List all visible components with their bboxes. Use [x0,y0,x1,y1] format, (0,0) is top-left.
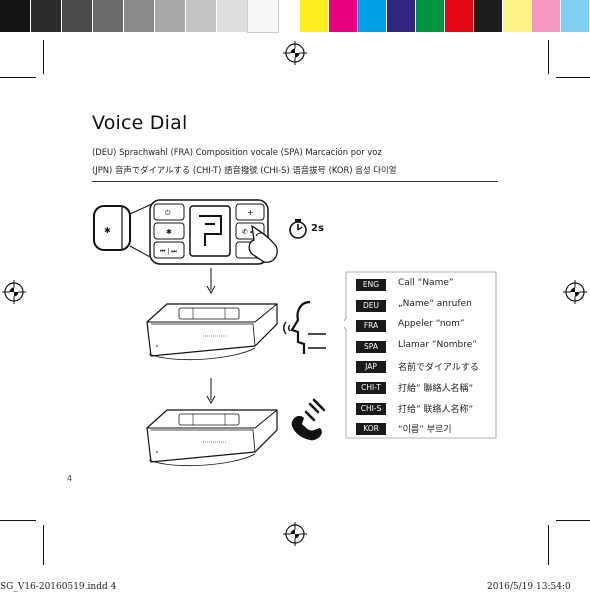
color-swatch [124,0,154,32]
registration-mark-icon [563,280,587,304]
voice-command-text: “이름” 부르기 [398,425,452,436]
language-tag: CHI-S [356,402,386,415]
color-swatch [186,0,216,32]
language-tag: ENG [356,279,386,291]
subtitle-translations: (DEU) Sprachwahl (FRA) Composition vocal… [92,147,382,157]
language-tag: CHI-T [356,382,386,394]
color-swatch [93,0,123,32]
language-row: SPA Llamar “Nombre” [344,339,498,355]
hold-duration-label: 2s [311,223,324,234]
language-row: FRA Appeler “nom” [344,319,498,334]
language-tag: JAP [356,361,386,374]
language-list-frame [344,271,497,439]
voice-command-text: 名前でダイアルする [398,363,479,374]
svg-text:+: + [247,208,254,217]
subtitle-translations: (JPN) 音声でダイアルする (CHI-T) 語音撥號 (CHI-S) 语音拔… [92,165,397,175]
language-tag: FRA [356,320,386,333]
language-tag: DEU [356,299,386,312]
color-swatch [561,0,589,32]
registration-mark-icon [283,522,307,546]
stopwatch-icon [289,219,307,239]
crop-mark [43,525,44,565]
registration-mark-icon [2,280,26,304]
svg-text:⏻: ⏻ [165,209,171,217]
crop-mark [556,77,590,78]
svg-text:✱: ✱ [104,226,111,235]
voice-command-text: Appeler “nom” [398,319,465,330]
svg-text:✆ ⏯: ✆ ⏯ [242,228,256,236]
crop-mark [548,40,549,74]
crop-mark [43,40,44,74]
speaker-illustration [146,409,278,467]
color-calibration-bar [0,0,590,33]
page-number: 4 [67,474,73,483]
footer-timestamp: 2016/5/19 13:54:0 [487,582,571,592]
color-swatch [155,0,185,32]
svg-text:⏮ | ⏭: ⏮ | ⏭ [160,248,177,255]
color-swatch [387,0,415,32]
crop-mark [0,520,36,521]
speaking-head-icon [283,300,326,354]
color-swatch [0,0,30,32]
color-swatch [445,0,473,32]
registration-mark-icon [283,41,307,65]
language-row: ENG Call “Name” [344,278,498,293]
language-row: JAP 名前でダイアルする [344,361,498,375]
color-swatch [62,0,92,32]
crop-mark [0,77,36,78]
color-swatch [247,0,279,33]
page-title: Voice Dial [92,112,188,134]
language-row: CHI-T 打給” 聯絡人名稱” [344,382,498,396]
color-swatch [358,0,386,32]
voice-command-text: „Name“ anrufen [398,298,472,309]
phone-handset-icon [291,398,326,441]
language-tag: KOR [356,423,386,436]
voice-command-text: 打给” 联络人名称” [398,404,474,415]
color-swatch [300,0,328,32]
title-rule [92,181,498,182]
language-tag: SPA [356,340,386,353]
voice-command-text: 打給” 聯絡人名稱” [398,384,474,394]
color-swatch [217,0,247,32]
color-swatch [503,0,531,32]
color-swatch [532,0,560,32]
crop-mark [548,525,549,565]
language-row: KOR “이름” 부르기 [344,423,498,437]
language-row: DEU „Name“ anrufen [344,298,498,314]
color-swatch [416,0,444,32]
arrow-down-icon [206,378,216,404]
voice-command-text: Llamar “Nombre” [398,339,477,350]
arrow-down-icon [206,268,216,294]
color-swatch [474,0,502,32]
footer-file-info: SG_V16-20160519.indd 4 [0,582,117,592]
voice-command-text: Call “Name” [398,278,454,288]
control-panel-illustration: ✱ ⏻ ✱ ⏮ | ⏭ + ✆ ⏯ − [93,199,278,265]
color-swatch [31,0,61,32]
color-swatch [329,0,357,32]
speaker-illustration [146,303,278,361]
crop-mark [556,520,590,521]
language-row: CHI-S 打给” 联络人名称” [344,402,498,417]
svg-text:✱: ✱ [166,228,172,236]
